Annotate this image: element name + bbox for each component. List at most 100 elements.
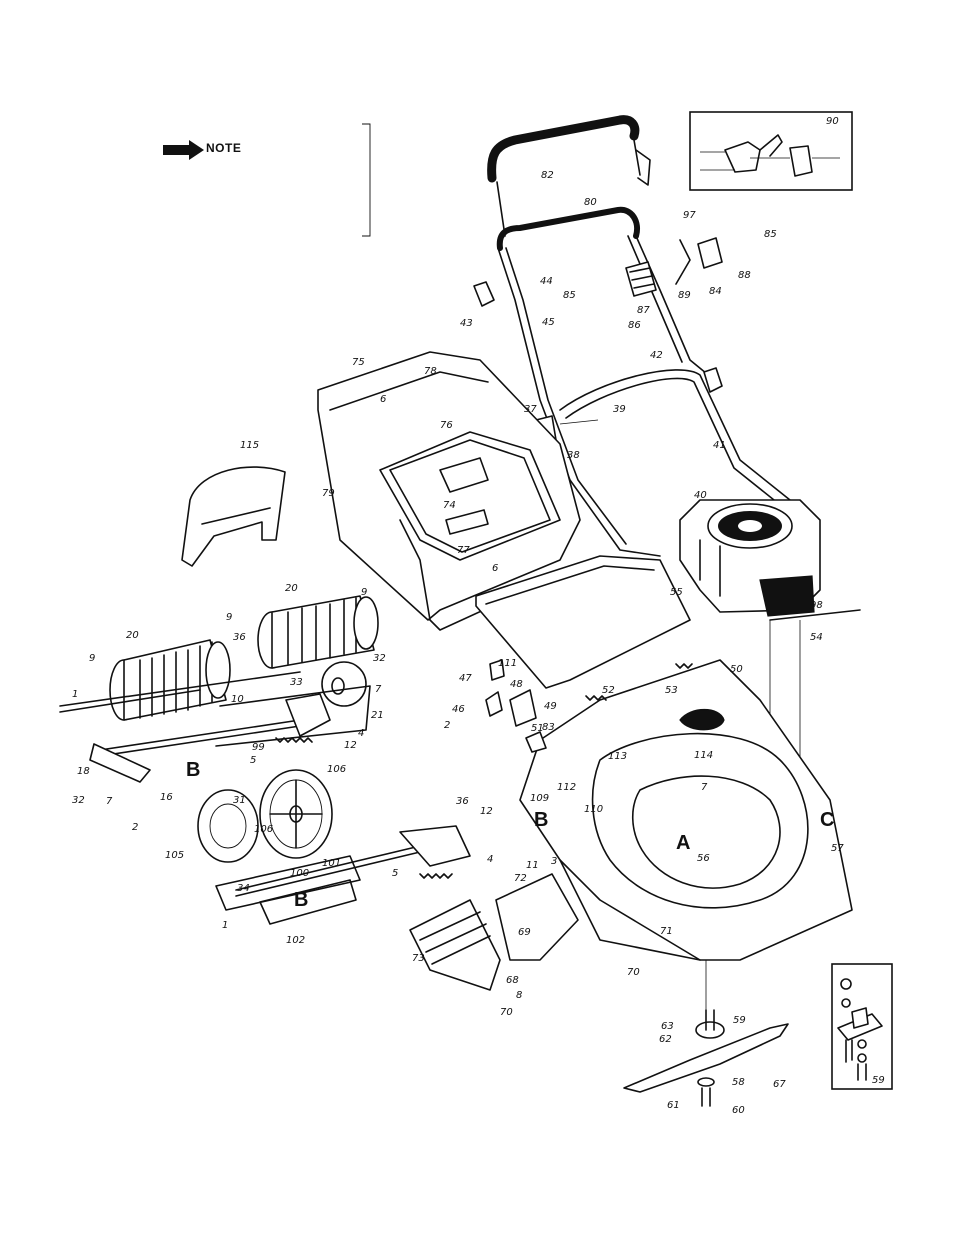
callout-105: 105 bbox=[165, 850, 184, 861]
callout-8: 8 bbox=[516, 990, 522, 1001]
rear-roller-right bbox=[257, 595, 379, 669]
control-bracket bbox=[473, 237, 723, 445]
callout-34: 34 bbox=[237, 883, 250, 894]
callout-1: 1 bbox=[222, 920, 228, 931]
callout-44: 44 bbox=[540, 276, 553, 287]
callout-9: 9 bbox=[361, 587, 367, 598]
callout-111: 111 bbox=[498, 658, 517, 669]
callout-20: 20 bbox=[285, 583, 298, 594]
callout-9: 9 bbox=[226, 612, 232, 623]
engine bbox=[679, 499, 821, 617]
callout-53: 53 bbox=[665, 685, 678, 696]
callout-7: 7 bbox=[701, 782, 708, 793]
callout-18: 18 bbox=[77, 766, 90, 777]
callout-50: 50 bbox=[730, 664, 743, 675]
rear-wheel bbox=[321, 661, 367, 707]
callout-67: 67 bbox=[773, 1079, 786, 1090]
callout-42: 42 bbox=[650, 350, 663, 361]
callout-16: 16 bbox=[160, 792, 173, 803]
callout-10: 10 bbox=[231, 694, 244, 705]
callout-40: 40 bbox=[694, 490, 707, 501]
callout-106: 106 bbox=[254, 824, 273, 835]
callout-20: 20 bbox=[126, 630, 139, 641]
callout-85: 85 bbox=[764, 229, 777, 240]
callout-1: 1 bbox=[72, 689, 78, 700]
callout-68: 68 bbox=[506, 975, 519, 986]
callout-32: 32 bbox=[373, 653, 386, 664]
callout-106: 106 bbox=[327, 764, 346, 775]
note-bracket bbox=[362, 123, 371, 237]
callout-75: 75 bbox=[352, 357, 365, 368]
callout-86: 86 bbox=[628, 320, 641, 331]
blade bbox=[623, 960, 789, 1107]
callout-97: 97 bbox=[683, 210, 696, 221]
callout-101: 101 bbox=[322, 858, 341, 869]
callout-2: 2 bbox=[444, 720, 450, 731]
callout-82: 82 bbox=[541, 170, 554, 181]
callout-88: 88 bbox=[738, 270, 751, 281]
callout-76: 76 bbox=[440, 420, 453, 431]
callout-9: 9 bbox=[89, 653, 95, 664]
callout-38: 38 bbox=[567, 450, 580, 461]
callout-7: 7 bbox=[375, 684, 382, 695]
callout-45: 45 bbox=[542, 317, 555, 328]
callout-78: 78 bbox=[424, 366, 437, 377]
note-arrow-icon bbox=[163, 140, 204, 160]
callout-6: 6 bbox=[492, 563, 498, 574]
callout-3: 3 bbox=[551, 856, 557, 867]
callout-70: 70 bbox=[500, 1007, 513, 1018]
inset-box-bottom: 59 bbox=[831, 963, 893, 1090]
callout-115: 115 bbox=[240, 440, 259, 451]
callout-114: 114 bbox=[694, 750, 713, 761]
inset-box-top: 90 bbox=[689, 111, 853, 191]
callout-71: 71 bbox=[660, 926, 673, 937]
callout-110: 110 bbox=[584, 804, 603, 815]
callout-74: 74 bbox=[443, 500, 456, 511]
callout-57: 57 bbox=[831, 843, 844, 854]
callout-52: 52 bbox=[602, 685, 615, 696]
callout-54: 54 bbox=[810, 632, 823, 643]
callout-5: 5 bbox=[392, 868, 398, 879]
callout-47: 47 bbox=[459, 673, 472, 684]
upper-handle bbox=[487, 115, 651, 237]
rear-flap bbox=[475, 555, 691, 689]
reference-letter-c: C bbox=[820, 809, 834, 831]
note-indicator: NOTE bbox=[163, 138, 253, 160]
reference-letter-b: B bbox=[186, 759, 200, 781]
callout-49: 49 bbox=[544, 701, 557, 712]
callout-36: 36 bbox=[456, 796, 469, 807]
callout-36: 36 bbox=[233, 632, 246, 643]
callout-31: 31 bbox=[233, 795, 246, 806]
callout-32: 32 bbox=[72, 795, 85, 806]
callout-58: 58 bbox=[732, 1077, 745, 1088]
grass-catcher bbox=[317, 351, 581, 631]
callout-37: 37 bbox=[524, 404, 537, 415]
discharge-chute bbox=[409, 873, 579, 991]
callout-46: 46 bbox=[452, 704, 465, 715]
control-cable bbox=[769, 609, 861, 621]
callout-113: 113 bbox=[608, 751, 627, 762]
callout-2: 2 bbox=[132, 822, 138, 833]
callout-21: 21 bbox=[371, 710, 384, 721]
callout-55: 55 bbox=[670, 587, 683, 598]
callout-63: 63 bbox=[661, 1021, 674, 1032]
callout-69: 69 bbox=[518, 927, 531, 938]
inset-top-label: 90 bbox=[826, 116, 839, 127]
callout-39: 39 bbox=[613, 404, 626, 415]
front-axle bbox=[215, 825, 471, 925]
callout-4: 4 bbox=[358, 728, 364, 739]
reference-letter-a: A bbox=[676, 832, 690, 854]
callout-102: 102 bbox=[286, 935, 305, 946]
callout-11: 11 bbox=[526, 860, 539, 871]
callout-72: 72 bbox=[514, 873, 527, 884]
mulch-plug bbox=[181, 466, 286, 567]
callout-89: 89 bbox=[678, 290, 691, 301]
callout-56: 56 bbox=[697, 853, 710, 864]
reference-letter-b-3: B bbox=[294, 889, 308, 911]
note-label: NOTE bbox=[206, 141, 242, 155]
inset-bottom-label: 59 bbox=[872, 1075, 885, 1086]
callout-51: 51 bbox=[531, 723, 544, 734]
